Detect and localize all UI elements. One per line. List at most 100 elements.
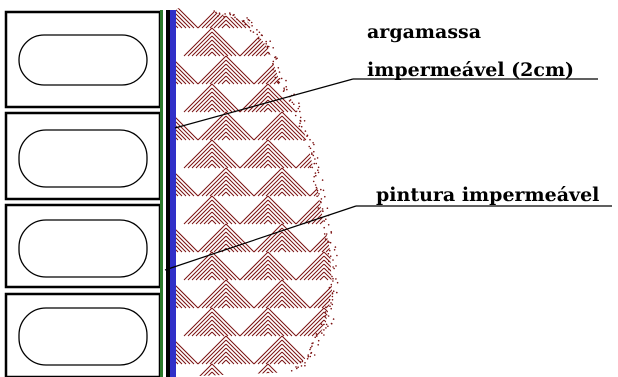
soil-dot (323, 329, 325, 331)
hatch-line (201, 227, 227, 253)
soil-dot (324, 238, 327, 240)
soil-dot (301, 360, 304, 363)
hatch-line (217, 131, 227, 141)
hatch-line (323, 323, 332, 337)
soil-dot (327, 315, 330, 317)
hatch-tile (323, 195, 332, 225)
hatch-line (311, 267, 325, 281)
soil-dot (311, 342, 313, 345)
hatch-tile (295, 27, 325, 57)
hatch-line (376, 332, 380, 336)
hatch-line (176, 171, 195, 197)
hatch-line (211, 143, 237, 169)
hatch-line (267, 27, 297, 57)
hatch-line (225, 223, 255, 253)
hatch-tile (338, 112, 366, 140)
hatch-line (315, 47, 325, 57)
soil-dot (330, 307, 333, 310)
hatch-line (299, 255, 325, 281)
hatch-tile (323, 251, 332, 281)
hatch-line (255, 43, 269, 57)
hatch-line (205, 231, 227, 253)
hatch-line (323, 103, 332, 113)
hatch-line (211, 311, 237, 337)
soil-dot (232, 14, 234, 17)
soil-dot (323, 334, 325, 336)
hatch-line (323, 51, 329, 57)
hatch-line (317, 119, 332, 141)
hatch-line (261, 175, 283, 197)
hatch-line (211, 315, 233, 337)
hatch-line (338, 136, 342, 140)
soil-dot (312, 154, 315, 157)
hatch-line (209, 179, 227, 197)
hatch-line (307, 39, 325, 57)
hatch-line (338, 12, 354, 28)
soil-dot (332, 280, 334, 282)
hatch-line (225, 299, 235, 309)
hatch-tile (225, 111, 255, 141)
hatch-line (259, 271, 269, 281)
green-layer (160, 10, 163, 377)
hatch-line (267, 87, 293, 113)
hatch-tile (253, 111, 283, 141)
soil-dot (325, 306, 327, 309)
soil-dot (266, 45, 269, 48)
hatch-line (329, 299, 332, 309)
hatch-line (225, 79, 231, 85)
hatch-line (176, 339, 195, 365)
hatch-tile (309, 335, 332, 365)
hatch-line (295, 363, 325, 377)
hatch-line (281, 359, 287, 365)
hatch-line (267, 263, 285, 281)
hatch-tile (183, 139, 213, 169)
hatch-line (338, 128, 350, 140)
hatch-line (176, 175, 191, 197)
hatch-line (211, 87, 237, 113)
hatch-line (197, 111, 227, 141)
hatch-line (281, 183, 295, 197)
hatch-line (338, 292, 354, 308)
hatch-line (281, 355, 291, 365)
soil-dot (329, 305, 331, 308)
hatch-line (267, 323, 281, 337)
hatch-line (334, 304, 338, 308)
hatch-line (273, 19, 283, 29)
soil-dot (332, 290, 335, 293)
soil-dot (317, 166, 320, 169)
hatch-line (295, 307, 325, 337)
soil-dot (332, 277, 334, 280)
hatch-line (315, 327, 325, 337)
hatch-tile (211, 27, 241, 57)
soil-dot (299, 129, 302, 132)
hatch-tile (239, 83, 269, 113)
hatch-line (176, 131, 179, 141)
soil-dot (213, 10, 215, 12)
hatch-line (191, 203, 213, 225)
hatch-line (281, 71, 295, 85)
hatch-line (267, 199, 293, 225)
soil-dot (274, 76, 277, 79)
hatch-line (261, 343, 283, 365)
hatch-tile (338, 0, 366, 28)
hatch-line (209, 235, 227, 253)
hatch-line (356, 312, 380, 336)
soil-dot (328, 298, 331, 301)
soil-dot (299, 116, 302, 119)
hatch-line (207, 219, 213, 225)
soil-dot (265, 40, 268, 43)
hatch-line (338, 296, 350, 308)
hatch-line (265, 123, 283, 141)
hatch-line (211, 367, 237, 377)
hatch-tile (225, 335, 255, 365)
hatch-tile (267, 195, 297, 225)
hatch-line (281, 247, 287, 253)
soil-dot (317, 344, 320, 346)
hatch-line (311, 99, 325, 113)
soil-dot (320, 198, 323, 200)
hatch-line (211, 147, 233, 169)
soil-dot (307, 355, 310, 358)
hatch-tile (211, 139, 241, 169)
hatch-line (319, 219, 325, 225)
